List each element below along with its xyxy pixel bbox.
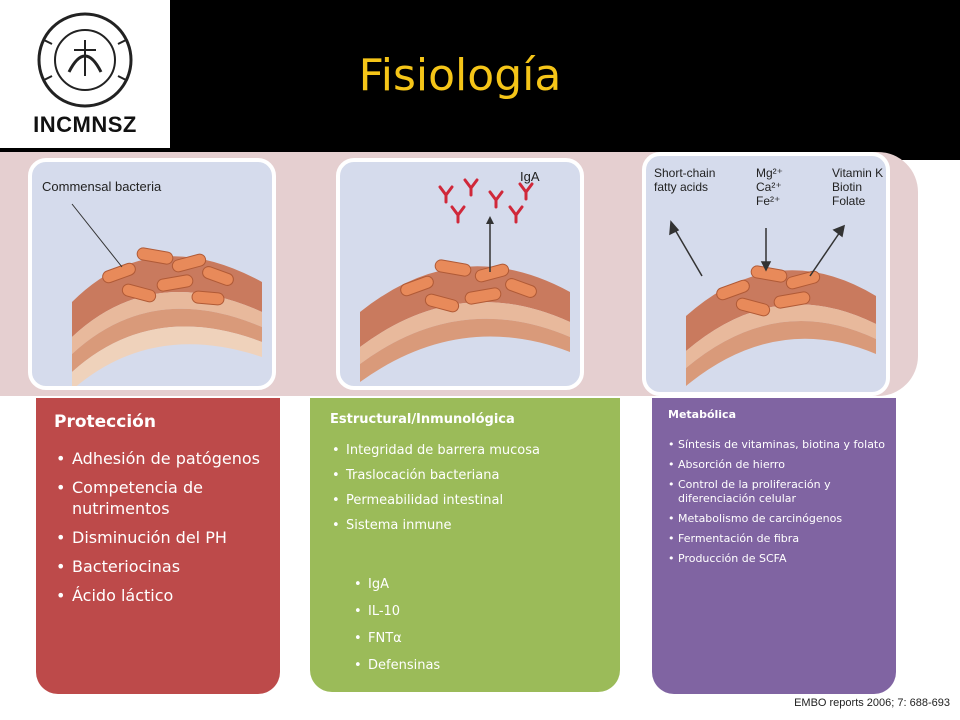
list-item: Fermentación de fibra bbox=[668, 532, 890, 546]
seal-icon bbox=[37, 12, 133, 108]
list-item: Síntesis de vitaminas, biotina y folato bbox=[668, 438, 890, 452]
card-title: Metabólica bbox=[668, 408, 737, 421]
list-item: Integridad de barrera mucosa bbox=[332, 442, 602, 460]
card-sublist: IgA IL-10 FNTα Defensinas bbox=[354, 576, 554, 684]
list-item: Control de la proliferación y diferencia… bbox=[668, 478, 890, 506]
illustration-metabolic: Short-chain fatty acids Mg²⁺ Ca²⁺ Fe²⁺ V… bbox=[642, 152, 890, 396]
page-title: Fisiología bbox=[358, 50, 562, 101]
list-item: Producción de SCFA bbox=[668, 552, 890, 566]
intestine-tissue-icon bbox=[686, 265, 876, 386]
illustration-iga: IgA bbox=[336, 158, 584, 390]
minerals-label: Mg²⁺ Ca²⁺ Fe²⁺ bbox=[756, 166, 783, 208]
intestine-tissue-icon bbox=[71, 203, 262, 386]
list-item: Metabolismo de carcinógenos bbox=[668, 512, 890, 526]
list-item: Ácido láctico bbox=[56, 585, 266, 606]
list-item: FNTα bbox=[354, 630, 554, 648]
list-item: Competencia de nutrimentos bbox=[56, 477, 266, 519]
card-title: Protección bbox=[54, 412, 156, 432]
logo-text: INCMNSZ bbox=[33, 112, 137, 137]
arrow-icons bbox=[669, 220, 846, 277]
card-estructural: Estructural/Inmunológica Integridad de b… bbox=[310, 398, 620, 692]
card-list: Adhesión de patógenos Competencia de nut… bbox=[56, 448, 266, 614]
scfa-label: Short-chain fatty acids bbox=[654, 166, 716, 194]
institution-logo: INCMNSZ bbox=[0, 0, 170, 148]
list-item: Absorción de hierro bbox=[668, 458, 890, 472]
illustration-label: IgA bbox=[520, 169, 540, 184]
illustration-label: Commensal bacteria bbox=[42, 179, 162, 194]
list-item: IL-10 bbox=[354, 603, 554, 621]
list-item: Permeabilidad intestinal bbox=[332, 492, 602, 510]
card-list: Integridad de barrera mucosa Traslocació… bbox=[332, 442, 602, 542]
illustration-commensal: Commensal bacteria bbox=[28, 158, 276, 390]
list-item: Defensinas bbox=[354, 657, 554, 675]
list-item: Sistema inmune bbox=[332, 517, 602, 535]
list-item: Bacteriocinas bbox=[56, 556, 266, 577]
list-item: Adhesión de patógenos bbox=[56, 448, 266, 469]
card-title: Estructural/Inmunológica bbox=[330, 412, 515, 427]
intestine-tissue-icon bbox=[360, 216, 570, 382]
list-item: IgA bbox=[354, 576, 554, 594]
antibody-icons bbox=[438, 178, 534, 224]
citation: EMBO reports 2006; 7: 688-693 bbox=[794, 697, 950, 709]
list-item: Traslocación bacteriana bbox=[332, 467, 602, 485]
list-item: Disminución del PH bbox=[56, 527, 266, 548]
card-list: Síntesis de vitaminas, biotina y folato … bbox=[668, 438, 890, 572]
card-metabolica: Metabólica Síntesis de vitaminas, biotin… bbox=[652, 398, 896, 694]
card-proteccion: Protección Adhesión de patógenos Compete… bbox=[36, 398, 280, 694]
vitamins-label: Vitamin K Biotin Folate bbox=[832, 166, 884, 208]
